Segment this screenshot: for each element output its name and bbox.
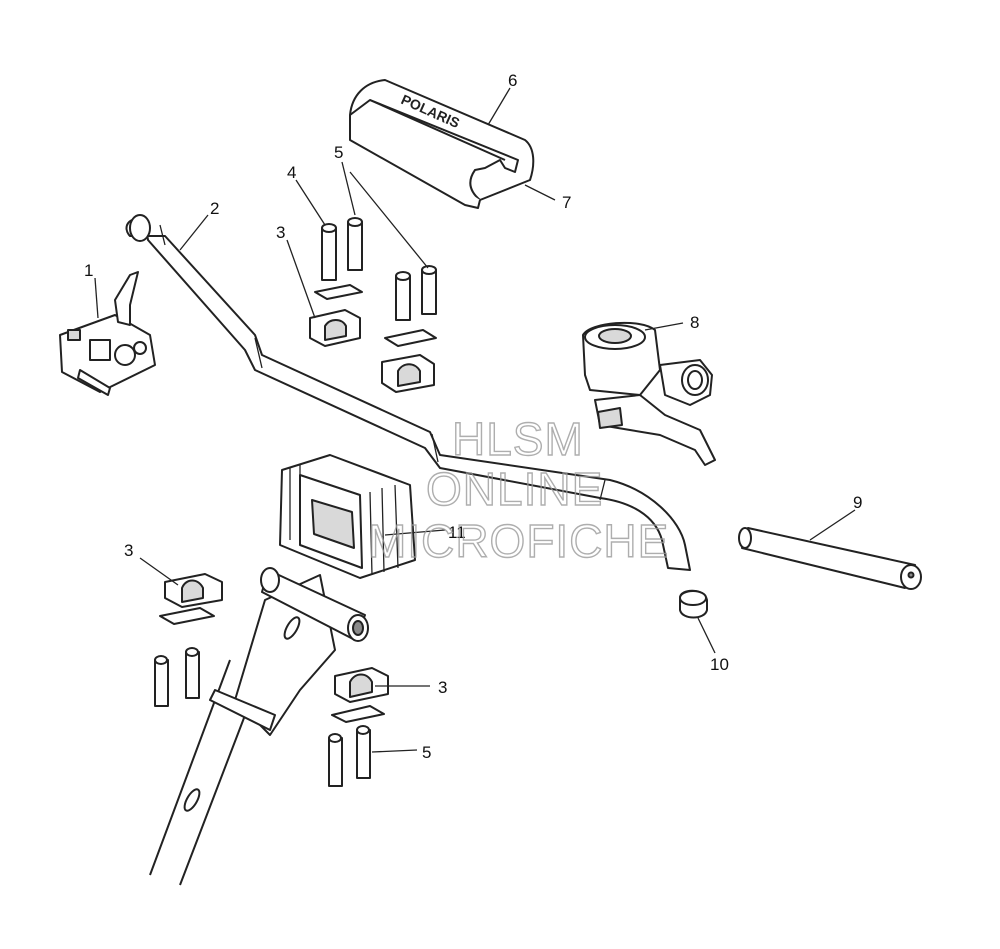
handlebar-pad: POLARIS — [349, 79, 535, 209]
callouts: 1 2 3 4 5 6 7 8 9 10 11 3 3 5 — [84, 71, 862, 762]
callout-5-upper: 5 — [334, 143, 343, 162]
callout-7: 7 — [562, 193, 571, 212]
leader-lines — [94, 87, 856, 753]
callout-4: 4 — [287, 163, 296, 182]
grip — [738, 527, 922, 590]
switch-assembly — [59, 271, 156, 396]
callout-10: 10 — [710, 655, 729, 674]
watermark-line-3: MICROFICHE — [368, 515, 669, 567]
watermark: HLSM ONLINE MICROFICHE — [367, 412, 669, 567]
callout-8: 8 — [690, 313, 699, 332]
clamp-lower-right — [334, 667, 389, 703]
callout-11: 11 — [448, 523, 466, 542]
callout-5-lower: 5 — [422, 743, 431, 762]
callout-3-left: 3 — [124, 541, 133, 560]
riser-bracket — [279, 454, 416, 579]
end-plug — [679, 589, 708, 619]
watermark-line-1: HLSM — [452, 413, 584, 465]
bolts — [154, 217, 437, 787]
steering-post — [149, 567, 369, 886]
washer-plates — [159, 284, 437, 723]
handlebar — [125, 214, 691, 571]
callout-9: 9 — [853, 493, 862, 512]
clamp-upper-right — [381, 354, 435, 393]
callout-3-right: 3 — [438, 678, 447, 697]
callout-6: 6 — [508, 71, 517, 90]
callout-2: 2 — [210, 199, 219, 218]
clamp-upper-left — [309, 309, 361, 347]
callout-3-upper: 3 — [276, 223, 285, 242]
clamp-lower-left — [164, 573, 223, 608]
callout-1: 1 — [84, 261, 93, 280]
watermark-line-2: ONLINE — [426, 463, 603, 515]
master-cylinder — [582, 321, 716, 466]
